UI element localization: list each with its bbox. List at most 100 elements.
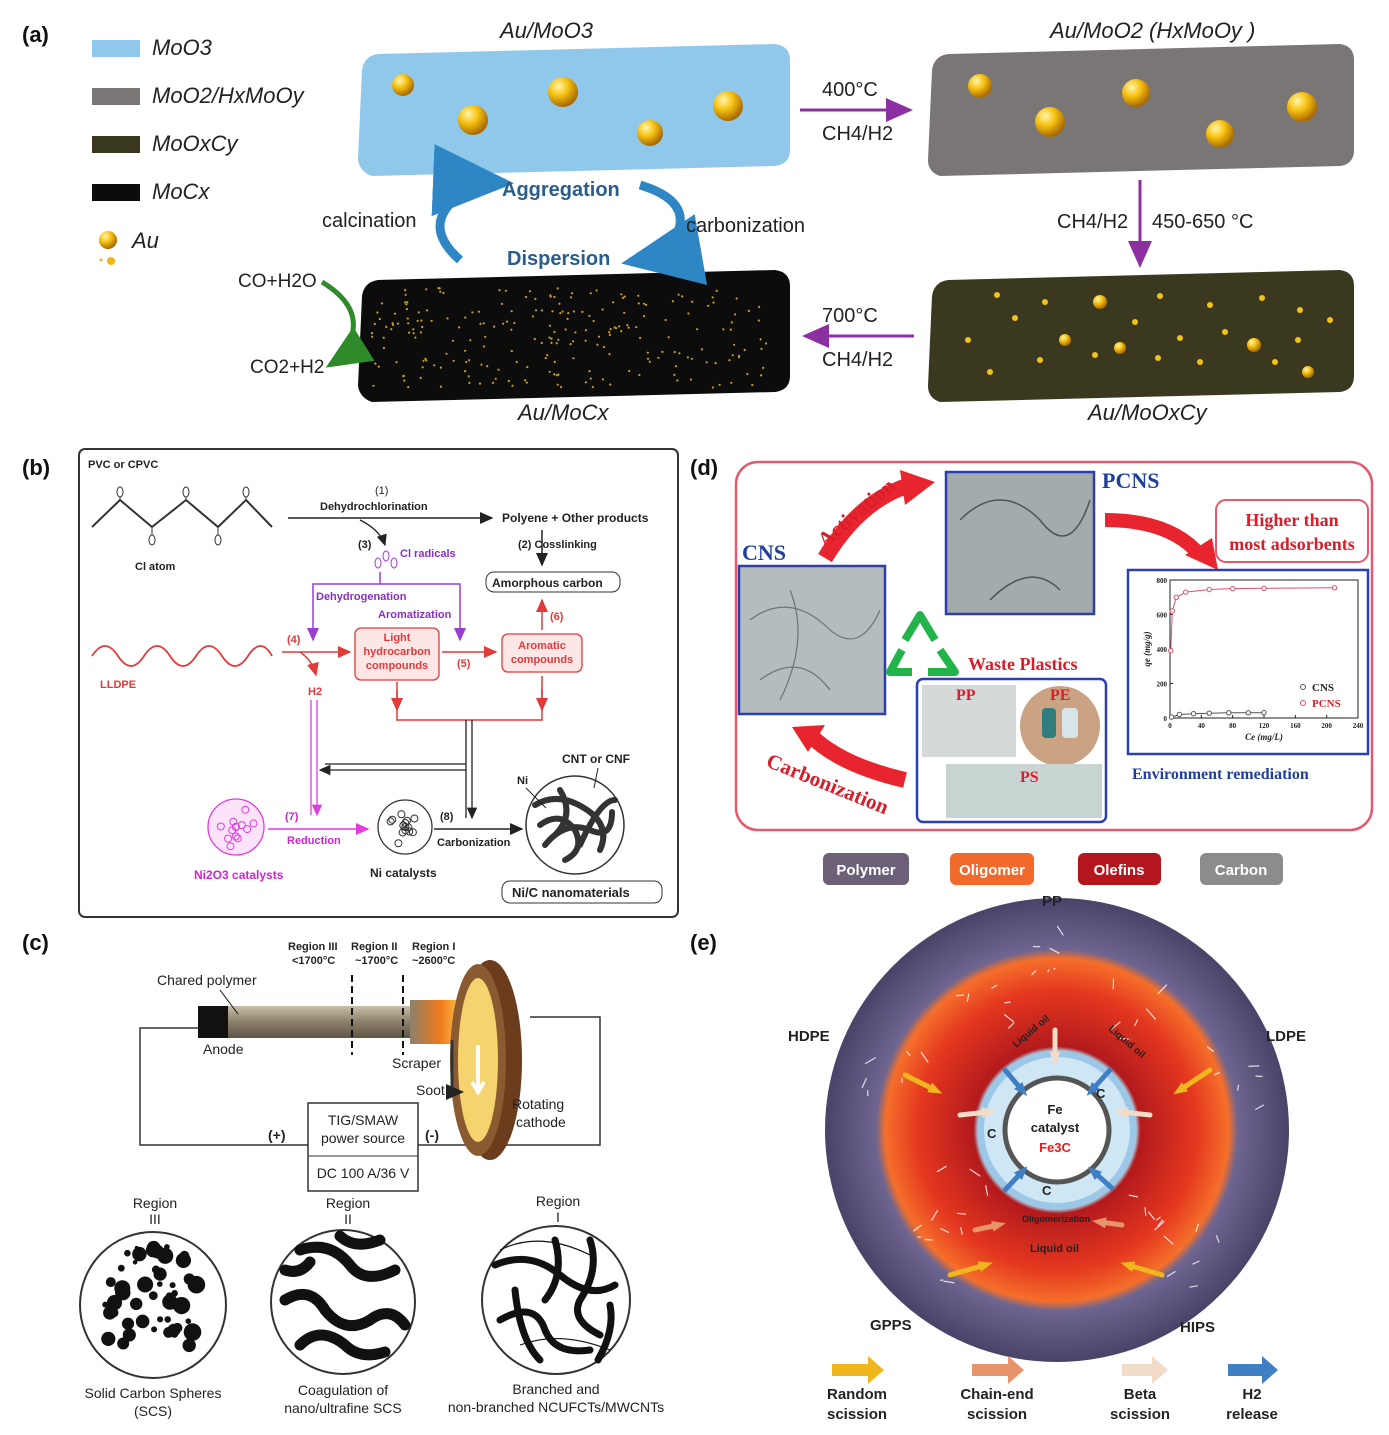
step1-number: (1) xyxy=(375,485,388,497)
cnt-tubes xyxy=(532,787,618,863)
minus-terminal: (-) xyxy=(425,1127,439,1143)
x-tick-label: 40 xyxy=(1198,722,1206,730)
au-nanodot xyxy=(557,338,560,341)
au-nanodot xyxy=(608,331,611,334)
au-nanodot xyxy=(439,366,442,369)
au-nanodot xyxy=(664,318,667,322)
au-nanodot xyxy=(674,365,678,368)
circuit-right xyxy=(418,1016,601,1146)
au-nanodot xyxy=(746,372,749,376)
au-nanodot xyxy=(376,311,379,314)
scission-arrowhead xyxy=(927,1082,943,1094)
au-nanodot xyxy=(507,379,510,383)
legend-h2-1: H2 xyxy=(1242,1386,1261,1403)
cycle-dispersion: Dispersion xyxy=(507,248,610,270)
au-nanodot xyxy=(637,294,640,297)
au-nanodot xyxy=(729,328,732,331)
au-nanodot xyxy=(712,301,715,304)
au-nanodot xyxy=(623,295,626,298)
bar-mocx xyxy=(358,270,790,402)
au-nanodot xyxy=(378,317,381,321)
au-nanodot xyxy=(574,331,577,334)
au-nanodot xyxy=(628,369,631,373)
pvc-label: PVC or CPVC xyxy=(88,459,158,471)
au-nanodot xyxy=(608,353,611,356)
molecule-bond xyxy=(1155,1216,1161,1221)
au-nanodot xyxy=(478,382,482,385)
au-nanodot xyxy=(420,319,423,322)
panel-a-label: (a) xyxy=(22,22,49,47)
au-nanodot xyxy=(609,328,612,331)
data-point-pcns xyxy=(1206,586,1212,593)
step1-temp: 400°C xyxy=(822,79,878,101)
scission-arrowhead xyxy=(1014,1166,1028,1180)
au-nanodot xyxy=(528,290,532,293)
cl-atom-label: Cl atom xyxy=(135,561,176,573)
scission-arrowhead xyxy=(1088,1166,1102,1180)
core-catalyst: catalyst xyxy=(1031,1120,1080,1135)
ni-particle xyxy=(397,810,406,819)
circle3-caption2: (SCS) xyxy=(134,1403,172,1419)
light-hc-line3: compounds xyxy=(366,660,428,672)
circle2-num: II xyxy=(344,1211,352,1227)
y-axis-label: qe (mg/g) xyxy=(1142,631,1152,666)
cns-image xyxy=(737,564,887,716)
au-nanodot xyxy=(592,319,595,323)
carbon-sphere xyxy=(102,1301,109,1308)
coagulated-chains xyxy=(279,1230,411,1361)
ni-label: Ni xyxy=(517,775,528,787)
au-nanodot xyxy=(502,322,505,325)
au-nanodot xyxy=(572,340,575,343)
au-nanodot xyxy=(506,320,509,323)
step2-temp: 450-650 °C xyxy=(1152,211,1253,233)
power-line1: TIG/SMAW xyxy=(328,1112,399,1128)
au-nanodot xyxy=(407,322,410,325)
polymer-molecules xyxy=(861,925,1265,1288)
au-nanodot xyxy=(620,293,623,296)
au-nanodot xyxy=(377,365,380,368)
au-nanodot xyxy=(646,351,649,354)
light-hc-line1: Light xyxy=(384,632,411,644)
au-nanodot xyxy=(762,366,765,369)
carbon-c-1: C xyxy=(1096,1086,1106,1101)
au-nanodot xyxy=(424,357,427,360)
ni2o3-particle xyxy=(226,842,235,851)
carbon-sphere xyxy=(150,1244,165,1259)
region3-title: Region III xyxy=(288,941,338,953)
step3-temp: 700°C xyxy=(822,305,878,327)
power-source-box xyxy=(307,1102,419,1192)
ni2o3-particle xyxy=(224,834,233,843)
carbon-sphere xyxy=(182,1338,196,1353)
ni-particle xyxy=(386,817,395,826)
circle3-caption1: Solid Carbon Spheres xyxy=(85,1385,222,1401)
plastic-hdpe: HDPE xyxy=(788,1028,830,1045)
molecule-bond xyxy=(1255,1104,1265,1111)
molecule-bond xyxy=(1163,1235,1174,1245)
au-nanodot xyxy=(757,319,760,322)
au-nanodot xyxy=(471,311,474,314)
au-nanodot xyxy=(380,302,383,305)
carbon-sphere xyxy=(132,1246,147,1262)
au-nanodot xyxy=(382,346,385,350)
au-nanodot xyxy=(602,345,606,349)
au-nanodot xyxy=(637,302,640,305)
au-nanodot xyxy=(526,366,529,369)
au-nanodot xyxy=(556,287,559,290)
bar-moo2 xyxy=(928,44,1354,176)
au-nanodot xyxy=(549,295,552,298)
carbon-sphere xyxy=(191,1330,199,1339)
molecule-bond xyxy=(1109,1021,1121,1031)
au-nanodot xyxy=(673,373,676,376)
panel-b: (b) PVC or CPVC Cl atom (1) Dehydrochlor… xyxy=(22,448,679,918)
legend-chain-end-2: scission xyxy=(967,1406,1027,1423)
cycle-aggregation: Aggregation xyxy=(502,179,620,201)
lldpe-label: LLDPE xyxy=(100,679,136,691)
au-nanodot xyxy=(564,328,567,331)
au-nanodot xyxy=(571,292,574,295)
au-nanodot xyxy=(648,360,651,363)
x-tick-label: 0 xyxy=(1168,722,1172,730)
au-nanodot xyxy=(548,324,552,327)
au-nanodot xyxy=(438,287,441,290)
au-nanodot xyxy=(482,345,485,348)
au-nanodot xyxy=(711,386,715,389)
